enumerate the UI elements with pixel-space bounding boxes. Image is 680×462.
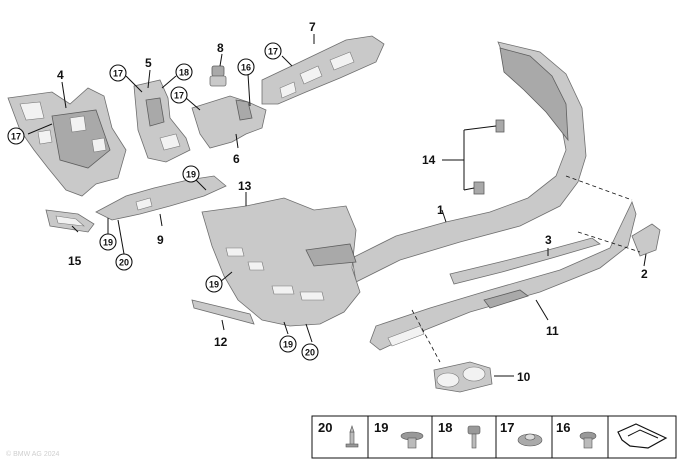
legend-item-16: 16 [556,420,597,449]
watermark: © BMW AG 2024 [6,450,60,458]
part-number-labels: 4 5 8 7 6 14 1 13 9 15 3 2 11 12 10 [57,20,648,384]
rivet-icon [400,431,424,449]
circle-17-left: 17 [7,127,25,145]
part-6-bracket [191,95,267,149]
svg-text:20: 20 [305,348,315,358]
circled-labels: 17 17 18 17 16 17 19 19 [7,42,319,361]
label-11: 11 [546,324,559,338]
part-1-bumper-trim [351,41,587,283]
circle-18: 18 [175,63,193,81]
clip-icon [579,431,597,449]
circle-19-bumper: 19 [205,275,223,293]
legend-item-20: 20 [318,420,359,448]
pin-icon [345,425,359,448]
legend-item-19: 19 [374,420,424,449]
label-2: 2 [641,267,648,281]
svg-text:20: 20 [119,258,129,268]
svg-text:19: 19 [374,420,388,435]
label-3: 3 [545,233,552,247]
label-10: 10 [517,370,531,384]
circle-17-top: 17 [264,42,282,60]
svg-text:19: 19 [103,238,113,248]
svg-text:17: 17 [268,47,278,57]
label-1: 1 [437,203,444,217]
part-8-clip [209,65,227,87]
part-11-diffuser [369,200,637,351]
leader-lines [27,34,647,377]
circle-17-top-left: 17 [109,64,127,82]
part-5-bracket [133,79,191,163]
label-12: 12 [214,335,228,349]
part-13-bumper [201,197,361,327]
screw-icon [467,425,481,449]
bracket-shape-icon [617,423,668,449]
label-8: 8 [217,41,224,55]
nut-icon [517,433,543,447]
label-13: 13 [238,179,252,193]
part-3-strip [449,237,601,285]
dashed-guides [411,175,641,363]
part-15-reflector [45,209,95,233]
circle-17-mid: 17 [170,86,188,104]
svg-text:17: 17 [174,91,184,101]
fastener-legend: 20 19 18 17 [311,415,677,459]
svg-text:19: 19 [283,340,293,350]
svg-text:18: 18 [438,420,452,435]
svg-text:19: 19 [209,280,219,290]
part-7-top-bracket [261,35,385,105]
part-10-exhaust-tip [433,361,493,393]
svg-text:16: 16 [556,420,570,435]
legend-item-18: 18 [438,420,481,449]
label-15: 15 [68,254,82,268]
svg-text:18: 18 [179,68,189,78]
svg-text:17: 17 [500,420,514,435]
label-9: 9 [157,233,164,247]
svg-text:17: 17 [11,132,21,142]
label-14: 14 [422,153,436,167]
label-5: 5 [145,56,152,70]
svg-text:20: 20 [318,420,332,435]
circle-16: 16 [237,58,255,76]
label-7: 7 [309,20,316,34]
part-4-left-bracket [7,87,127,197]
part-9-lower-bracket [95,175,227,221]
svg-text:16: 16 [241,63,251,73]
circle-19-bracket: 19 [182,165,200,183]
circle-20-bottom: 20 [301,343,319,361]
part-2-reflector [631,223,661,257]
circle-19-lower-left: 19 [99,233,117,251]
svg-text:19: 19 [186,170,196,180]
part-12-strip [191,299,255,325]
circle-20-lower-left: 20 [115,253,133,271]
svg-text:17: 17 [113,69,123,79]
label-4: 4 [57,68,64,82]
label-6: 6 [233,152,240,166]
part-14-small-brackets [473,119,505,195]
legend-item-17: 17 [500,420,543,447]
circle-19-bottom: 19 [279,335,297,353]
